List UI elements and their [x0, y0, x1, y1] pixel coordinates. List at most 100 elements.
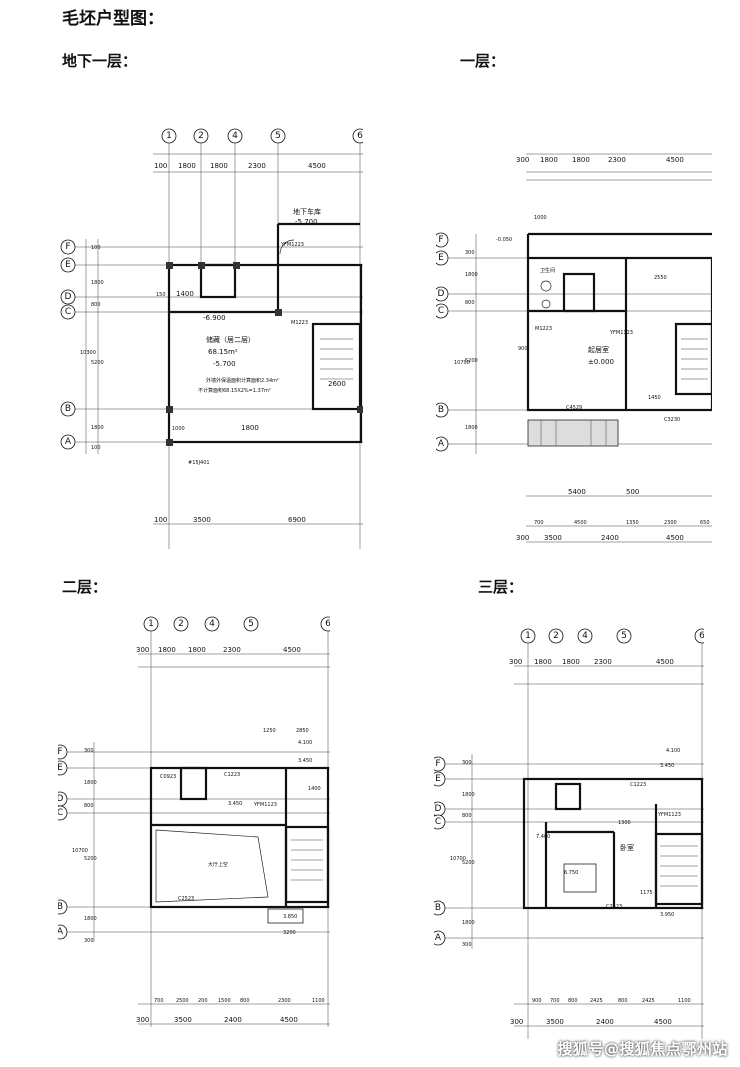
dim-top: 1800: [158, 646, 176, 654]
dim-bottom: 2425: [642, 998, 655, 1004]
room-name: 储藏（居二层）: [206, 335, 255, 344]
misc-label: -5.700: [295, 218, 318, 226]
axis-label: 1: [525, 631, 531, 641]
axis-label: F: [438, 235, 443, 245]
room-elevation: 3.450: [228, 801, 242, 807]
misc-label: YFM1123: [253, 802, 277, 808]
axis-label: B: [65, 404, 71, 414]
dim-left: 800: [91, 302, 101, 308]
axis-label: 2: [553, 631, 559, 641]
misc-label: C2523: [178, 896, 194, 902]
axis-label: D: [435, 804, 442, 814]
misc-label: C0923: [160, 774, 176, 780]
axis-label: B: [438, 405, 444, 415]
dim-bottom: 4500: [574, 520, 587, 526]
dim-top: 4500: [283, 646, 301, 654]
dim-left: 10300: [80, 350, 96, 356]
dim-bottom: 1100: [312, 998, 325, 1004]
dim-left: 1800: [91, 280, 104, 286]
axis-label: 5: [248, 619, 254, 629]
dim-bottom: 200: [198, 998, 208, 1004]
misc-label: 1800: [241, 424, 259, 432]
axis-label: D: [58, 794, 64, 804]
room-elevation: 6.750: [564, 870, 578, 876]
dim-top: 4500: [308, 162, 326, 170]
dim-top: 2300: [223, 646, 241, 654]
staircase: [291, 839, 323, 881]
floor-label-f2: 二层：: [62, 578, 108, 596]
axis-label: 6: [325, 619, 330, 629]
misc-label: -6.900: [203, 314, 226, 322]
axis-label: C: [438, 306, 444, 316]
axis-label: A: [438, 439, 445, 449]
misc-label: 2550: [654, 275, 667, 281]
dim-top: 300: [136, 646, 149, 654]
dim-bottom: 2300: [664, 520, 677, 526]
dim-bottom: 2425: [590, 998, 603, 1004]
dim-left: 300: [84, 938, 94, 944]
misc-label: YFM1223: [280, 242, 304, 248]
misc-label: 1250: [263, 728, 276, 734]
misc-label: C4529: [566, 405, 582, 411]
misc-label: M1223: [291, 320, 308, 326]
misc-label: 2600: [328, 380, 346, 388]
misc-label: 7.400: [536, 834, 550, 840]
floor-label-f1: 一层：: [460, 52, 506, 70]
floor-plan-f2: 1 2 4 5 6 300 1800 1800 2300 4500 F E D …: [58, 612, 330, 1032]
dim-bottom: 1100: [678, 998, 691, 1004]
dim-left: 300: [462, 760, 472, 766]
dim-top: 4500: [666, 156, 684, 164]
dim-left: 800: [462, 813, 472, 819]
axis-label: D: [438, 289, 445, 299]
axis-label: 4: [209, 619, 215, 629]
axis-label: C: [58, 808, 63, 818]
room-name: 起居室: [588, 345, 609, 354]
misc-label: 900: [518, 346, 528, 352]
misc-label: 1400: [308, 786, 321, 792]
misc-label: C1223: [630, 782, 646, 788]
dim-bottom: 3500: [174, 1016, 192, 1024]
area-note: 不计算面积68.15X2%=1.37m²: [198, 387, 271, 394]
dim-bottom: 300: [510, 1018, 523, 1026]
axis-label: B: [58, 902, 63, 912]
misc-label: 4.100: [298, 740, 312, 746]
dim-left: 10700: [72, 848, 88, 854]
dim-bottom: 1500: [218, 998, 231, 1004]
dim-left: 800: [465, 300, 475, 306]
dim-bottom: 700: [534, 520, 544, 526]
dim-bottom: 100: [154, 516, 167, 524]
dim-top: 2300: [594, 658, 612, 666]
axis-label: E: [65, 260, 71, 270]
misc-label: 1175: [640, 890, 653, 896]
dim-bottom: 4500: [654, 1018, 672, 1026]
dim-bottom: 2400: [596, 1018, 614, 1026]
room-elevation: -5.700: [213, 360, 236, 368]
dim-top: 100: [154, 162, 167, 170]
misc-label: 2850: [296, 728, 309, 734]
floor-label-b1: 地下一层：: [62, 52, 138, 70]
dim-left: 10700: [454, 360, 470, 366]
dim-left: 300: [462, 942, 472, 948]
dim-bottom: 2400: [224, 1016, 242, 1024]
dim-left: 800: [84, 803, 94, 809]
axis-label: C: [435, 817, 441, 827]
axis-markers-left: F E D C B A: [58, 744, 68, 940]
dim-top: 1800: [562, 658, 580, 666]
dim-bottom: 5400: [568, 488, 586, 496]
axis-markers-top: 1 2 4 5 6: [161, 128, 363, 144]
floor-plan-f3: 1 2 4 5 6 300 1800 1800 2300 4500 F E D …: [434, 624, 704, 1044]
staircase: [320, 338, 353, 380]
axis-label: A: [435, 933, 442, 943]
misc-label: YFM1123: [609, 330, 633, 336]
misc-label: 1400: [176, 290, 194, 298]
misc-label: 卫生间: [540, 267, 555, 274]
misc-label: 150: [156, 292, 166, 298]
page-title: 毛坯户型图：: [62, 9, 164, 29]
axis-markers-left: F E D C B A: [436, 232, 449, 452]
dim-top: 1800: [210, 162, 228, 170]
dim-left: 1800: [84, 916, 97, 922]
dim-bottom: 300: [136, 1016, 149, 1024]
room-elevation: ±0.000: [588, 358, 614, 366]
dim-left: 300: [465, 250, 475, 256]
axis-markers-top: 1 2 4 5 6: [520, 628, 704, 644]
